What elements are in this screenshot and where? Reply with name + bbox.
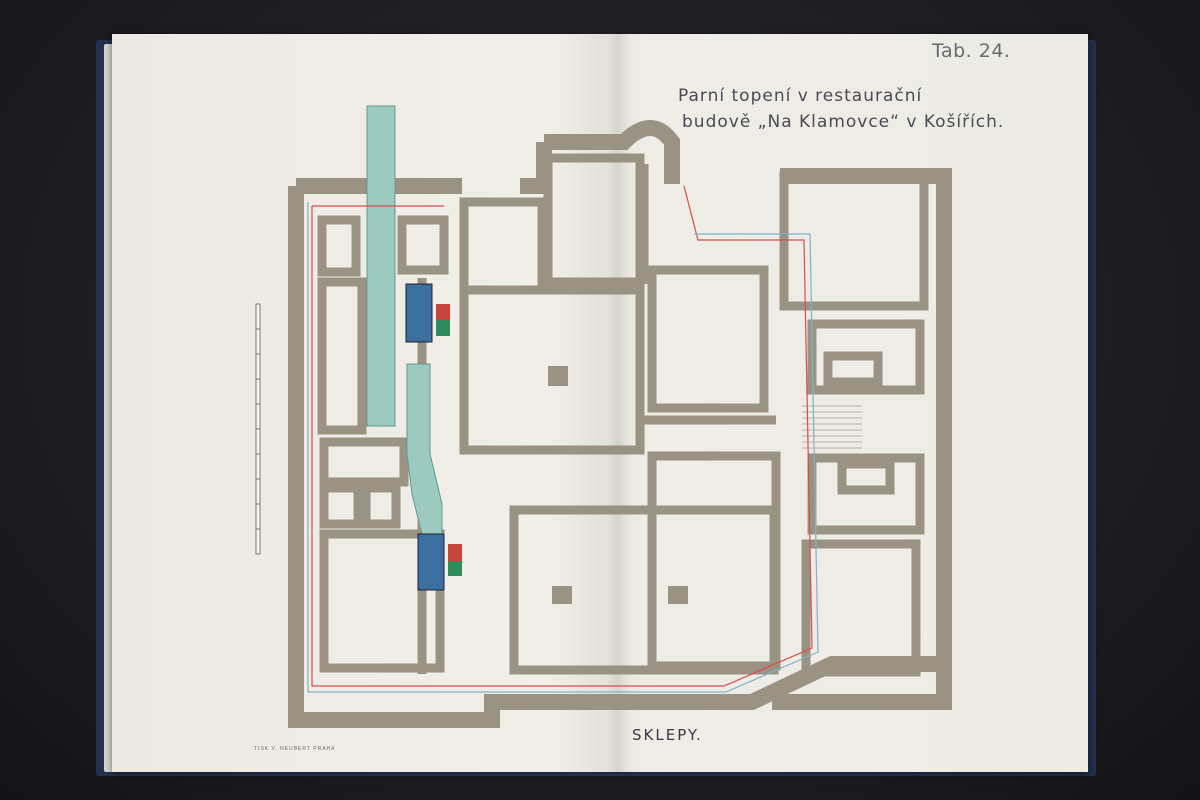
- steam-pipe-loop: [311, 185, 813, 687]
- steam-pipes: [311, 185, 813, 687]
- air-duct: [366, 105, 443, 535]
- printer-credit: TISK V. NEUBERT PRAHA: [254, 746, 336, 752]
- pillar: [668, 586, 688, 604]
- room-right-upper: [647, 265, 769, 413]
- stairs: [802, 405, 862, 449]
- return-pipe-loop: [307, 202, 819, 693]
- room-arch: [543, 153, 645, 287]
- room-right-mid: [647, 451, 781, 671]
- pillar: [552, 586, 572, 604]
- room-far-right-1: [779, 171, 929, 311]
- room-left-small-1: [319, 437, 409, 487]
- room-center-top: [459, 197, 547, 295]
- plan-title-line-1: Parní topení v restaurační: [678, 86, 923, 106]
- room-far-right-3: [823, 351, 883, 387]
- room-left-bottom: [319, 529, 445, 673]
- plate-number: Tab. 24.: [932, 40, 1011, 62]
- air-duct-shaft: [366, 105, 396, 427]
- room-left-top: [317, 215, 361, 277]
- room-left-mid: [317, 277, 367, 435]
- left-wing-outer-wall: [288, 186, 944, 728]
- plan-title-line-2: budově „Na Klamovce“ v Košířích.: [682, 112, 1005, 132]
- room-upper-left: [397, 215, 449, 275]
- air-duct-lower: [406, 363, 443, 535]
- room-hall: [459, 285, 645, 455]
- open-book-spread: Tab. 24. Parní topení v restaurační budo…: [112, 34, 1088, 772]
- floor-plan: [255, 105, 952, 728]
- scale-bar: [255, 303, 261, 555]
- room-far-right-6: [801, 539, 921, 677]
- room-far-right-5: [837, 459, 895, 495]
- inner-walls: [317, 153, 929, 677]
- boiler-lower-green: [448, 562, 462, 576]
- boilers: [405, 283, 462, 591]
- room-left-small-3: [361, 483, 401, 529]
- boiler-upper: [405, 283, 433, 343]
- boiler-upper-green: [436, 320, 450, 336]
- pillars: [548, 366, 688, 604]
- return-pipes: [307, 202, 819, 693]
- pillar: [548, 366, 568, 386]
- room-left-small-2: [319, 483, 363, 529]
- plan-subtitle: SKLEPY.: [632, 726, 703, 744]
- boiler-lower: [417, 533, 445, 591]
- room-far-right-4: [807, 453, 925, 535]
